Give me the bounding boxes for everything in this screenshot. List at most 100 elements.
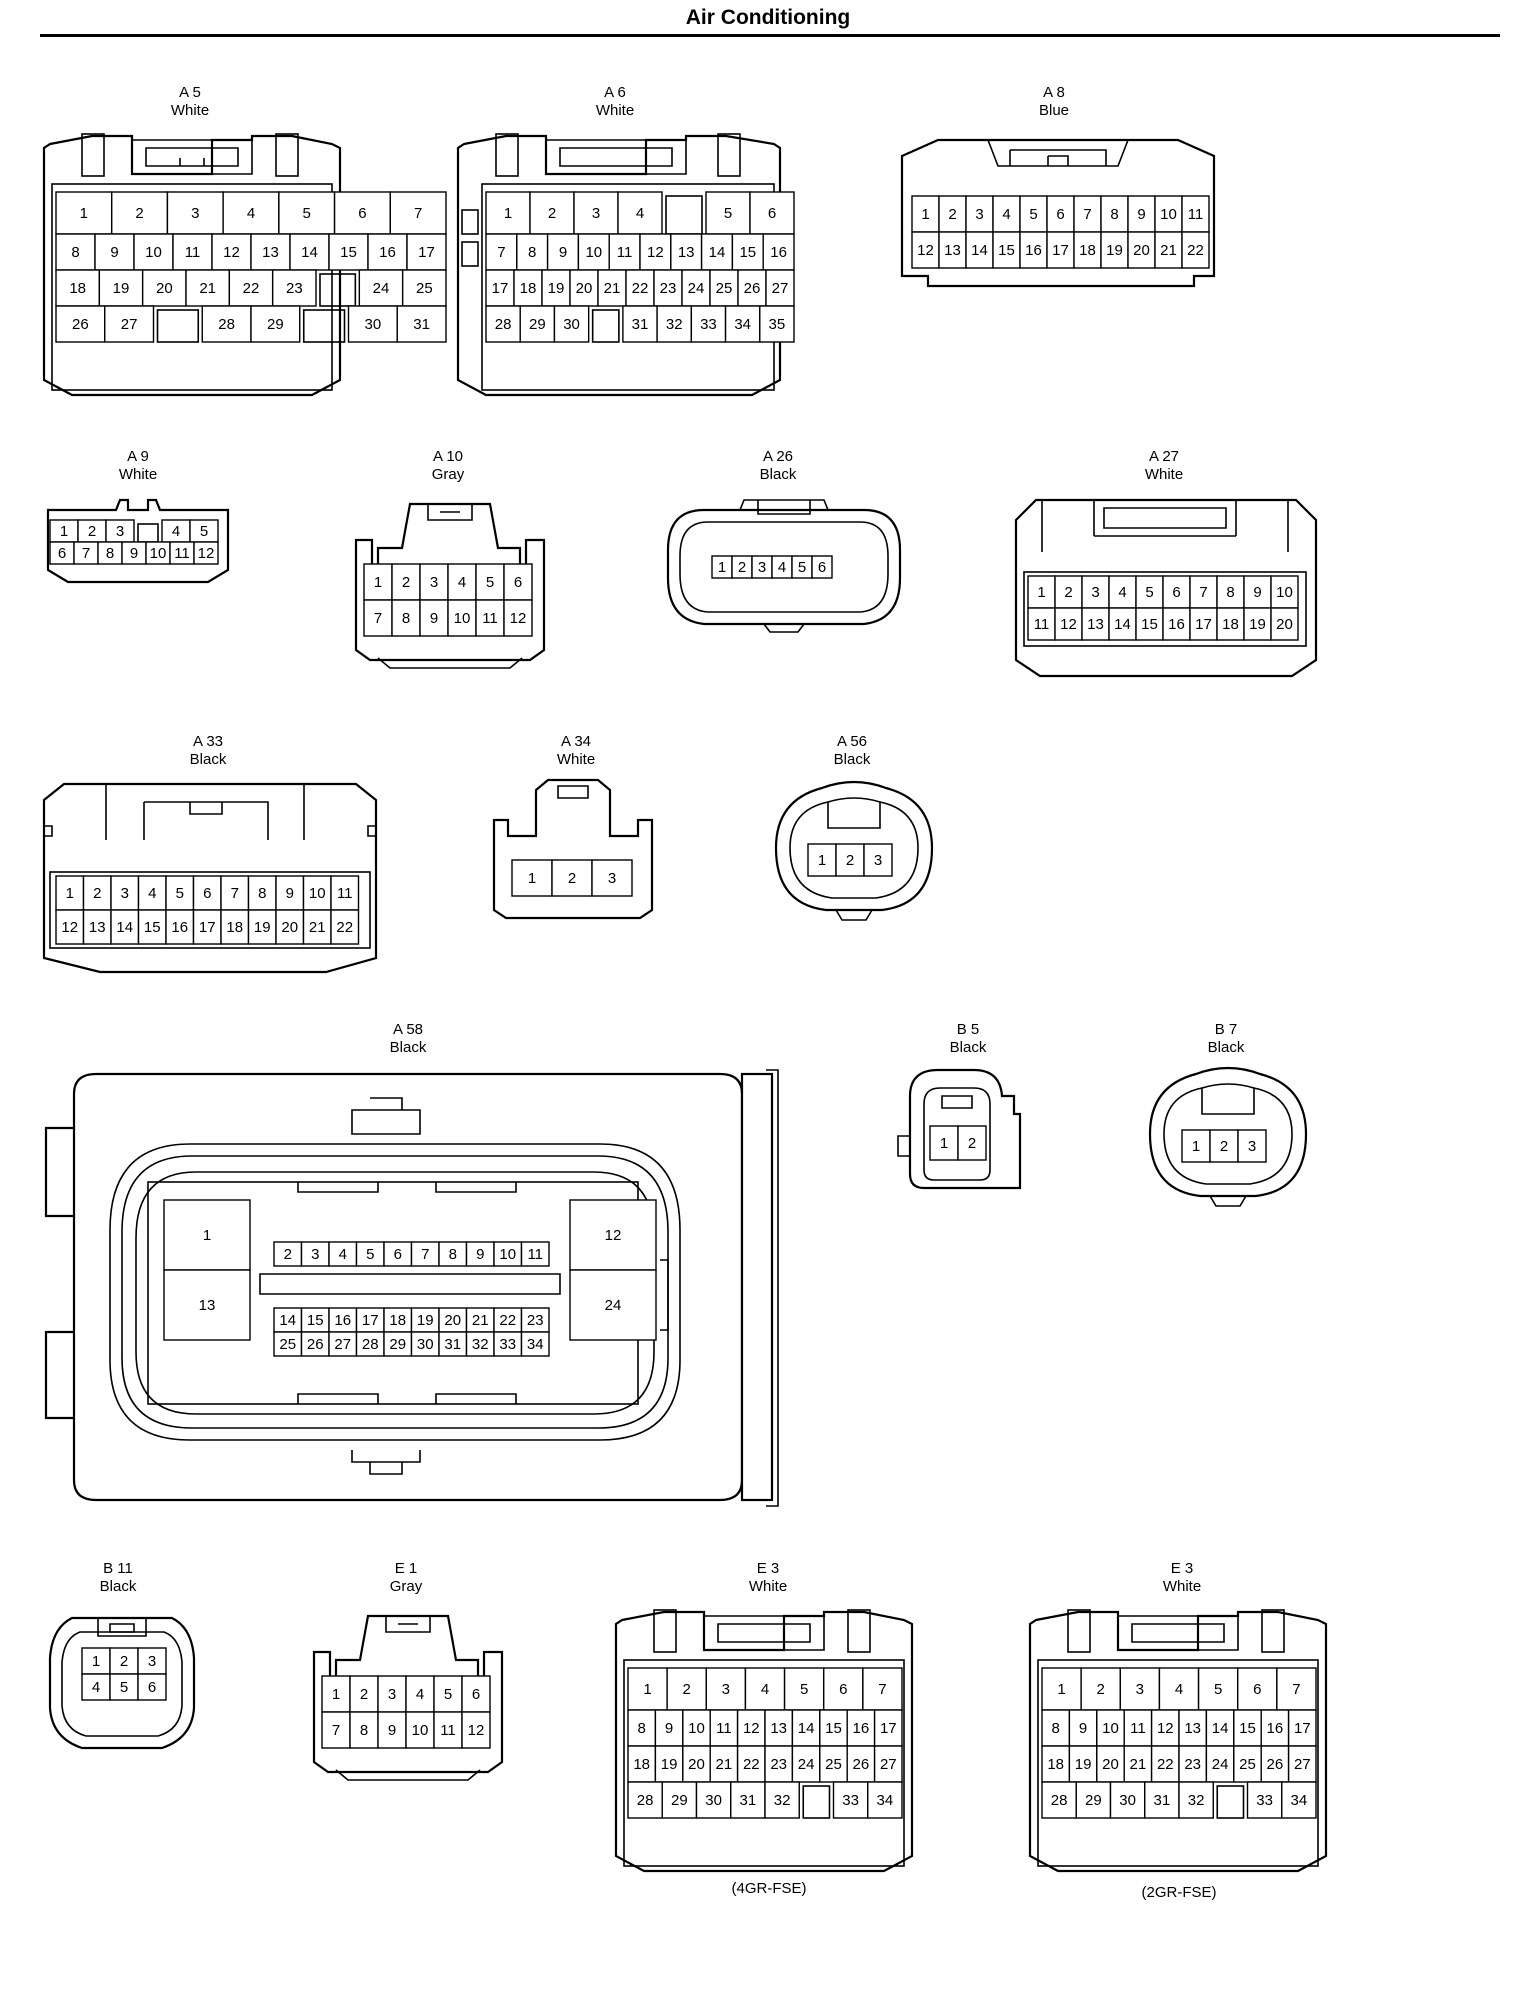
pin-cell — [396, 305, 447, 343]
pin-number: 13 — [770, 1720, 787, 1737]
pin-number: 23 — [770, 1756, 787, 1773]
pin-number: 20 — [1276, 616, 1293, 633]
pin-number: 14 — [279, 1312, 296, 1329]
pin-number: 17 — [880, 1720, 897, 1737]
pin-number: 2 — [1220, 1138, 1228, 1155]
pin-number: 16 — [1168, 616, 1185, 633]
pin-cell — [1123, 1709, 1153, 1747]
pin-number: 2 — [284, 1246, 292, 1263]
pin-number: 21 — [472, 1312, 489, 1329]
pin-number: 27 — [121, 316, 138, 333]
pin-cell — [391, 563, 421, 601]
pin-number: 11 — [1034, 616, 1050, 633]
pin-number: 7 — [332, 1722, 340, 1739]
pin-number: 13 — [1184, 1720, 1201, 1737]
pin-number: 20 — [281, 919, 298, 936]
pin-cell — [250, 305, 301, 343]
pin-number: 12 — [223, 244, 240, 261]
pin-number: 12 — [605, 1227, 622, 1244]
pin-number: 4 — [778, 559, 786, 576]
pin-number: 19 — [548, 280, 565, 297]
pin-number: 1 — [940, 1135, 948, 1152]
connector-color: White — [118, 466, 158, 483]
pin-cell — [391, 599, 421, 637]
pin-cell — [791, 1745, 821, 1783]
pin-cell — [1027, 575, 1056, 609]
pin-number: 6 — [1056, 206, 1064, 223]
pin-number: 4 — [761, 1681, 769, 1698]
pin-number: 1 — [528, 870, 536, 887]
pin-cell — [328, 1331, 358, 1357]
blank-cavity — [319, 273, 357, 307]
blank-cavity — [1216, 1785, 1245, 1819]
pin-cell — [569, 1199, 657, 1271]
pin-cell — [211, 233, 252, 271]
pin-cell — [433, 1675, 463, 1713]
pin-cell — [247, 909, 277, 945]
pin-number: 10 — [1102, 1720, 1119, 1737]
pin-number: 9 — [559, 244, 567, 261]
pin-cell — [622, 305, 658, 343]
pin-number: 9 — [1137, 206, 1145, 223]
pin-number: 4 — [1175, 1681, 1183, 1698]
pin-number: 10 — [585, 244, 602, 261]
pin-cell — [737, 269, 767, 307]
pin-number: 11 — [617, 244, 633, 261]
pin-number: 10 — [1276, 584, 1293, 601]
pin-number: 3 — [388, 1686, 396, 1703]
pin-number: 17 — [492, 280, 509, 297]
pin-number: 30 — [417, 1336, 434, 1353]
pin-number: 10 — [150, 545, 167, 562]
pin-cell — [705, 191, 751, 235]
connector-label-b11: B 11 Black — [68, 1560, 168, 1596]
pin-cell — [1127, 195, 1156, 233]
pin-number: 12 — [510, 610, 527, 627]
pin-number: 14 — [798, 1720, 815, 1737]
pin-cell — [383, 1331, 413, 1357]
pin-cell — [1075, 1781, 1112, 1819]
pin-cell — [228, 269, 274, 307]
connector-color: Black — [833, 751, 871, 768]
pin-cell — [192, 909, 222, 945]
pin-number: 6 — [839, 1681, 847, 1698]
pin-number: 3 — [1136, 1681, 1144, 1698]
pin-number: 9 — [1079, 1720, 1087, 1737]
pin-cell — [1108, 575, 1137, 609]
connector-code: A 26 — [762, 448, 794, 465]
pin-number: 32 — [472, 1336, 489, 1353]
pin-cell — [475, 563, 505, 601]
pin-cell — [1019, 231, 1048, 269]
pin-cell — [749, 191, 795, 235]
pin-number: 15 — [307, 1312, 324, 1329]
pin-number: 14 — [1212, 1720, 1229, 1737]
pin-number: 25 — [279, 1336, 296, 1353]
pin-cell — [627, 1781, 663, 1819]
pin-number: 13 — [199, 1297, 216, 1314]
pin-number: 20 — [156, 280, 173, 297]
pin-number: 2 — [683, 1681, 691, 1698]
pin-number: 2 — [93, 885, 101, 902]
connector-label-a6: A 6 White — [565, 84, 665, 120]
pin-cell — [1281, 1781, 1317, 1819]
pin-cell — [519, 305, 556, 343]
pin-number: 4 — [458, 574, 466, 591]
pin-number: 6 — [1172, 584, 1180, 601]
pin-cell — [681, 269, 711, 307]
pin-number: 13 — [1087, 616, 1104, 633]
pin-number: 9 — [110, 244, 118, 261]
pin-number: 13 — [262, 244, 279, 261]
pin-number: 34 — [1291, 1792, 1308, 1809]
pin-number: 7 — [1083, 206, 1091, 223]
pin-number: 3 — [430, 574, 438, 591]
pin-cell — [347, 305, 398, 343]
pin-cell — [823, 1667, 864, 1711]
pin-number: 3 — [758, 559, 766, 576]
pin-cell — [1270, 607, 1299, 641]
pin-cell — [759, 305, 795, 343]
pin-cell — [1073, 231, 1102, 269]
pin-number: 15 — [739, 244, 756, 261]
pin-number: 16 — [853, 1720, 870, 1737]
